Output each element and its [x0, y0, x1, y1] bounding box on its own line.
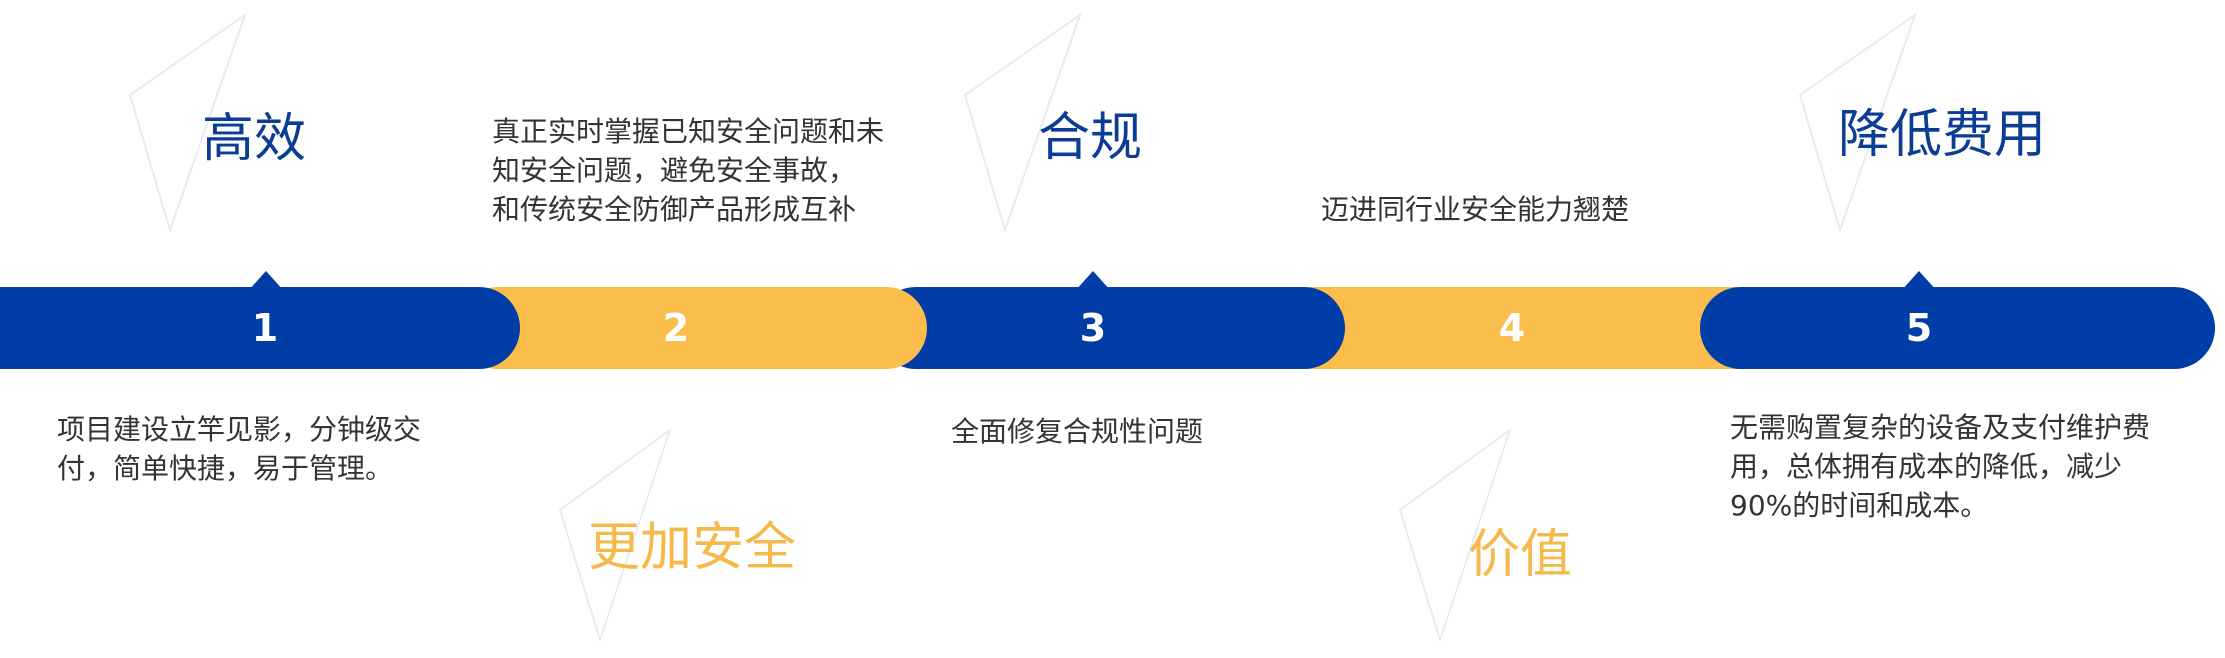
- step-number-2: 2: [662, 306, 690, 350]
- description-line: 付，简单快捷，易于管理。: [57, 452, 394, 485]
- step-number-3: 3: [1079, 306, 1107, 350]
- description-line: 真正实时掌握已知安全问题和未: [492, 115, 885, 148]
- step-number-4: 4: [1498, 306, 1526, 350]
- description-line: 项目建设立竿见影，分钟级交: [57, 413, 422, 446]
- step-description-3: 全面修复合规性问题: [951, 412, 1203, 451]
- description-line: 用，总体拥有成本的降低，减少: [1730, 450, 2123, 483]
- band-segment-3: [875, 287, 1345, 369]
- step-number-5: 5: [1905, 306, 1933, 350]
- step-title-4: 价值: [1468, 525, 1573, 585]
- description-line: 迈进同行业安全能力翘楚: [1321, 193, 1630, 226]
- pointer-1: [248, 271, 284, 291]
- description-line: 和传统安全防御产品形成互补: [492, 193, 857, 226]
- description-line: 无需购置复杂的设备及支付维护费: [1730, 411, 2151, 444]
- pointer-3: [1075, 271, 1111, 291]
- step-description-1: 项目建设立竿见影，分钟级交 付，简单快捷，易于管理。: [57, 410, 421, 488]
- step-title-3: 合规: [1038, 108, 1143, 168]
- band-segment-2: [457, 287, 927, 369]
- step-description-5: 无需购置复杂的设备及支付维护费 用，总体拥有成本的降低，减少 90%的时间和成本…: [1730, 408, 2150, 525]
- description-line: 知安全问题，避免安全事故，: [492, 154, 857, 187]
- pointer-5: [1901, 271, 1937, 291]
- step-title-5: 降低费用: [1838, 105, 2047, 165]
- step-description-2: 真正实时掌握已知安全问题和未 知安全问题，避免安全事故， 和传统安全防御产品形成…: [492, 112, 884, 229]
- description-line: 90%的时间和成本。: [1730, 489, 1989, 522]
- step-title-1: 高效: [202, 109, 307, 169]
- step-number-1: 1: [251, 306, 279, 350]
- step-title-2: 更加安全: [588, 518, 797, 578]
- step-description-4: 迈进同行业安全能力翘楚: [1321, 190, 1629, 229]
- band-segment-1: [0, 287, 520, 369]
- description-line: 全面修复合规性问题: [951, 415, 1204, 448]
- band-segment-5: [1700, 287, 2215, 369]
